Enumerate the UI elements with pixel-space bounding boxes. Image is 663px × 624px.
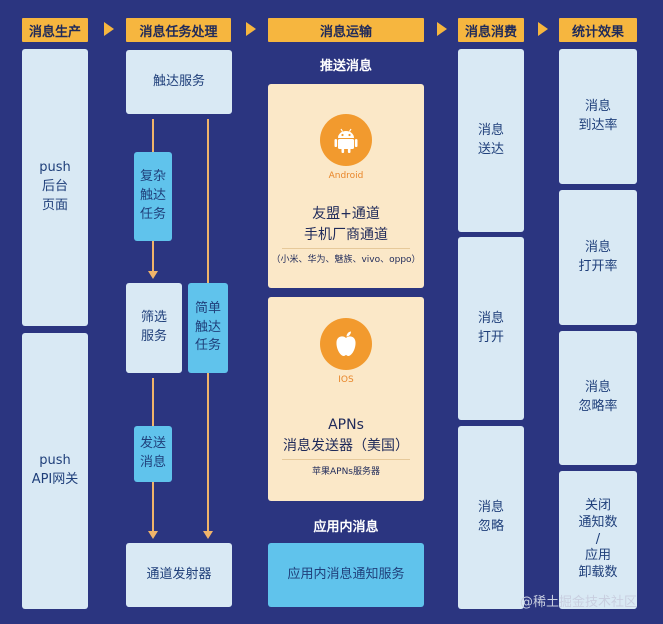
simple-task-label: 简单 触达 任务 xyxy=(194,300,221,354)
delivery-rate-label: 消息 到达率 xyxy=(578,98,618,133)
inapp-service-box: 应用内消息通知服务 xyxy=(268,543,424,607)
header-statistics: 统计效果 xyxy=(559,18,637,42)
message-ignored-label: 消息 忽略 xyxy=(477,499,504,534)
push-api-box: push API网关 xyxy=(22,333,88,609)
inapp-service-label: 应用内消息通知服务 xyxy=(287,566,405,582)
header-production: 消息生产 xyxy=(22,18,88,42)
android-channels: 友盟+通道 手机厂商通道 xyxy=(304,206,388,243)
header-consumption: 消息消费 xyxy=(458,18,524,42)
send-message-box: 发送 消息 xyxy=(134,426,172,482)
apple-apns-server: 苹果APNs服务器 xyxy=(311,467,380,477)
flow-arrow-filter-to-sender xyxy=(148,531,158,539)
filter-service-label: 筛选 服务 xyxy=(140,310,167,344)
reach-service-label: 触达服务 xyxy=(152,73,205,89)
message-delivered-label: 消息 送达 xyxy=(477,122,504,157)
header-arrow-4 xyxy=(538,22,548,36)
delivery-rate-box: 消息 到达率 xyxy=(559,49,637,184)
header-arrow-3 xyxy=(437,22,447,36)
reach-service-box: 触达服务 xyxy=(126,50,232,114)
disable-uninstall-box: 关闭 通知数 / 应用 卸载数 xyxy=(559,471,637,609)
push-api-label: push API网关 xyxy=(31,453,79,487)
header-arrow-2 xyxy=(246,22,256,36)
simple-task-box: 简单 触达 任务 xyxy=(188,283,228,373)
complex-task-box: 复杂 触达 任务 xyxy=(134,152,172,241)
header-transport: 消息运输 xyxy=(268,18,424,42)
apns-sender: APNs 消息发送器（美国） xyxy=(283,417,409,454)
android-label: Android xyxy=(328,171,364,181)
open-rate-label: 消息 打开率 xyxy=(578,239,618,274)
send-message-label: 发送 消息 xyxy=(139,436,166,470)
header-arrow-1 xyxy=(104,22,114,36)
flow-arrow-to-sender xyxy=(203,531,213,539)
header-task-processing: 消息任务处理 xyxy=(126,18,231,42)
android-divider xyxy=(282,248,410,249)
message-delivered-box: 消息 送达 xyxy=(458,49,524,232)
ignore-rate-box: 消息 忽略率 xyxy=(559,331,637,465)
channel-sender-box: 通道发射器 xyxy=(126,543,232,607)
android-vendors: （小米、华为、魅族、vivo、oppo） xyxy=(271,255,421,265)
push-backend-box: push 后台 页面 xyxy=(22,49,88,326)
flow-arrow-to-filter xyxy=(148,271,158,279)
open-rate-box: 消息 打开率 xyxy=(559,190,637,325)
message-opened-label: 消息 打开 xyxy=(477,310,504,345)
message-ignored-box: 消息 忽略 xyxy=(458,426,524,609)
filter-service-box: 筛选 服务 xyxy=(126,283,182,373)
android-icon xyxy=(320,114,372,166)
channel-sender-label: 通道发射器 xyxy=(146,566,212,582)
push-backend-label: push 后台 页面 xyxy=(39,160,71,213)
inapp-message-title: 应用内消息 xyxy=(313,520,379,535)
push-message-title: 推送消息 xyxy=(319,59,372,74)
watermark: @稀土掘金技术社区 xyxy=(520,595,638,610)
ios-divider xyxy=(282,459,410,460)
ios-label: IOS xyxy=(338,375,354,385)
android-card: Android 友盟+通道 手机厂商通道 （小米、华为、魅族、vivo、oppo… xyxy=(268,84,424,288)
complex-task-label: 复杂 触达 任务 xyxy=(139,169,166,222)
ios-card: IOS APNs 消息发送器（美国） 苹果APNs服务器 xyxy=(268,297,424,501)
disable-uninstall-label: 关闭 通知数 / 应用 卸载数 xyxy=(578,497,618,581)
message-opened-box: 消息 打开 xyxy=(458,237,524,420)
ignore-rate-label: 消息 忽略率 xyxy=(578,380,618,414)
apple-icon xyxy=(320,318,372,370)
